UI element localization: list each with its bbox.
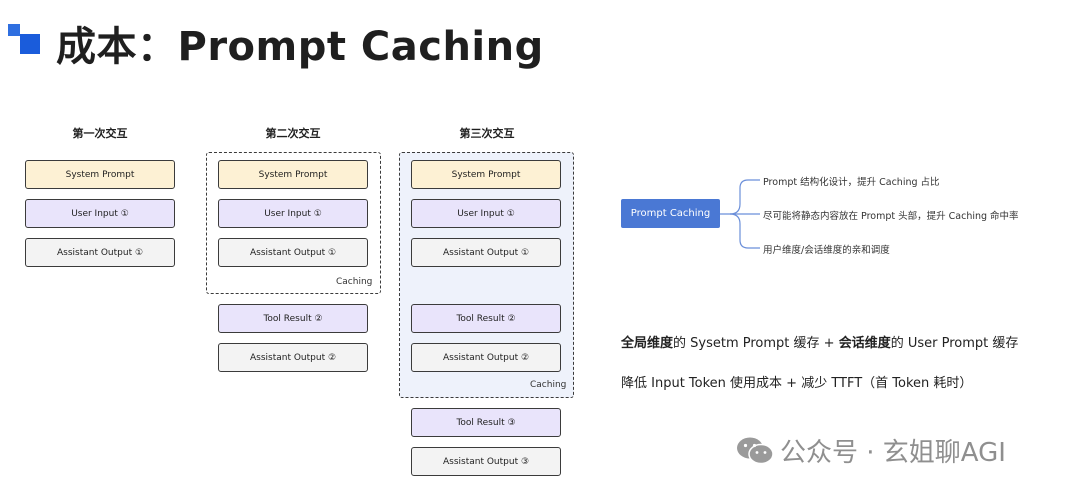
user-input-box: User Input ① — [411, 199, 561, 228]
column-title-3: 第三次交互 — [459, 127, 515, 140]
assistant-output-box: Assistant Output ① — [411, 238, 561, 267]
caching-label: Caching — [336, 277, 373, 287]
mindmap-branch-1: Prompt 结构化设计，提升 Caching 占比 — [763, 177, 940, 188]
tool-result-box: Tool Result ② — [411, 304, 561, 333]
assistant-output-box: Assistant Output ② — [411, 343, 561, 372]
column-title-1: 第一次交互 — [72, 127, 128, 140]
wechat-icon — [737, 437, 774, 464]
mindmap-branch-2: 尽可能将静态内容放在 Prompt 头部，提升 Caching 命中率 — [763, 211, 1019, 222]
assistant-output-box: Assistant Output ② — [218, 343, 368, 372]
tool-result-box: Tool Result ② — [218, 304, 368, 333]
watermark-text: 公众号 · 玄姐聊AGI — [780, 438, 1006, 468]
page-title: 成本：Prompt Caching — [56, 24, 544, 70]
mindmap-branch-3: 用户维度/会话维度的亲和调度 — [763, 245, 890, 256]
watermark: 公众号 · 玄姐聊AGI — [736, 432, 1006, 469]
assistant-output-box: Assistant Output ① — [218, 238, 368, 267]
prompt-caching-node: Prompt Caching — [621, 199, 720, 228]
caching-label: Caching — [530, 380, 567, 390]
user-input-box: User Input ① — [25, 199, 175, 228]
user-input-box: User Input ① — [218, 199, 368, 228]
summary-text-2: 的 User Prompt 缓存 — [890, 336, 1019, 351]
system-prompt-box: System Prompt — [25, 160, 175, 189]
tool-result-box: Tool Result ③ — [411, 408, 561, 437]
summary-line-1: 全局维度的 Sysetm Prompt 缓存 + 会话维度的 User Prom… — [621, 332, 1018, 351]
global-dimension-label: 全局维度 — [621, 336, 674, 351]
system-prompt-box: System Prompt — [411, 160, 561, 189]
summary-text-1: 的 Sysetm Prompt 缓存 + — [673, 336, 839, 351]
summary-line-2: 降低 Input Token 使用成本 + 减少 TTFT（首 Token 耗时… — [621, 376, 973, 391]
assistant-output-box: Assistant Output ③ — [411, 447, 561, 476]
column-title-2: 第二次交互 — [265, 127, 321, 140]
session-dimension-label: 会话维度 — [838, 336, 891, 351]
cache-frame-2 — [206, 152, 381, 294]
system-prompt-box: System Prompt — [218, 160, 368, 189]
assistant-output-box: Assistant Output ① — [25, 238, 175, 267]
logo-mark — [8, 24, 42, 56]
